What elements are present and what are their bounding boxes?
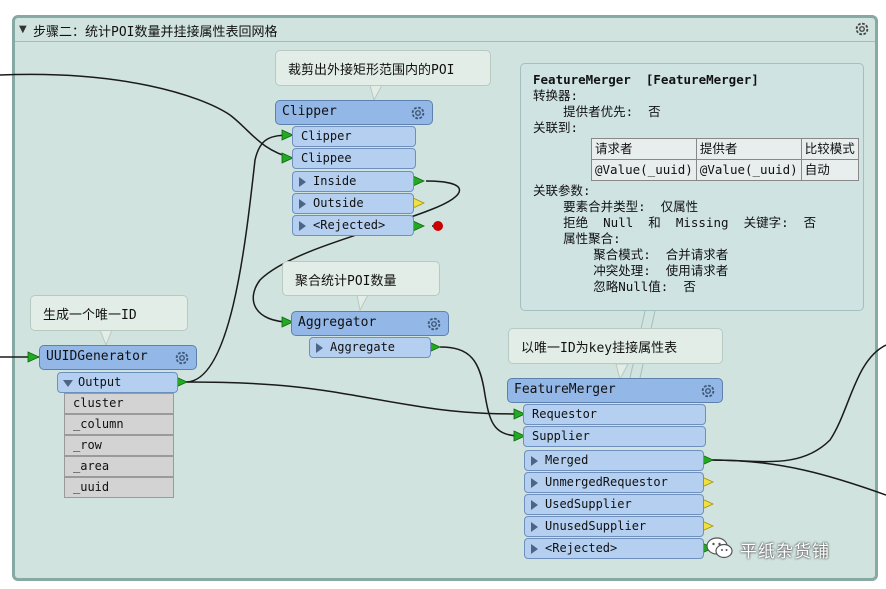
join-table: 请求者 提供者 比较模式 @Value(_uuid) @Value(_uuid)… bbox=[591, 138, 859, 181]
feature-merger-transformer[interactable]: FeatureMerger bbox=[507, 378, 723, 403]
gear-icon[interactable] bbox=[173, 349, 191, 367]
attribute-item[interactable]: _row bbox=[64, 435, 174, 456]
properties-line: 提供者优先: 否 bbox=[533, 104, 661, 119]
feature-merger-output-unmerged-requestor[interactable]: UnmergedRequestor bbox=[524, 472, 704, 493]
port-label: Aggregate bbox=[330, 340, 396, 354]
annotation-merge[interactable]: 以唯一ID为key挂接属性表 bbox=[508, 328, 723, 364]
properties-line: 拒绝 Null 和 Missing 关键字: 否 bbox=[533, 215, 817, 230]
feature-merger-output-used-supplier[interactable]: UsedSupplier bbox=[524, 494, 704, 515]
table-header-cell: 请求者 bbox=[591, 138, 697, 160]
feature-merger-input-requestor[interactable]: Requestor bbox=[523, 404, 706, 425]
clipper-output-inside[interactable]: Inside bbox=[292, 171, 414, 192]
port-label: Merged bbox=[545, 453, 589, 467]
clipper-input-clippee[interactable]: Clippee bbox=[292, 148, 416, 169]
port-label: Inside bbox=[313, 174, 357, 188]
port-label: UnusedSupplier bbox=[545, 519, 647, 533]
gear-icon[interactable] bbox=[425, 315, 443, 333]
annotation-aggregate[interactable]: 聚合统计POI数量 bbox=[282, 261, 440, 296]
watermark: 平纸杂货铺 bbox=[706, 534, 866, 562]
expand-icon[interactable] bbox=[531, 522, 538, 532]
clipper-output-rejected[interactable]: <Rejected> bbox=[292, 215, 414, 236]
expand-icon[interactable] bbox=[299, 177, 306, 187]
bookmark-title: 步骤二：统计POI数量并挂接属性表回网格 bbox=[33, 25, 278, 40]
table-cell: @Value(_uuid) bbox=[695, 159, 802, 181]
port-label: Output bbox=[78, 375, 122, 389]
properties-line: 关联参数: bbox=[533, 183, 591, 198]
expand-icon[interactable] bbox=[316, 343, 323, 353]
gear-icon[interactable] bbox=[699, 382, 717, 400]
clipper-transformer[interactable]: Clipper bbox=[275, 100, 433, 125]
feature-merger-properties-panel: FeatureMerger [FeatureMerger] 转换器: 提供者优先… bbox=[520, 63, 864, 311]
expand-icon[interactable] bbox=[531, 544, 538, 554]
properties-line: 要素合并类型: 仅属性 bbox=[533, 199, 699, 214]
properties-line: 转换器: bbox=[533, 88, 579, 103]
properties-line: 关联到: bbox=[533, 120, 579, 135]
table-header-cell: 比较模式 bbox=[800, 138, 859, 160]
expand-icon[interactable] bbox=[531, 456, 538, 466]
collapse-icon[interactable]: ▼ bbox=[19, 24, 27, 35]
aggregator-title: Aggregator bbox=[298, 315, 377, 330]
uuid-generator-transformer[interactable]: UUIDGenerator bbox=[39, 345, 197, 370]
uuid-generator-output[interactable]: Output bbox=[57, 372, 178, 393]
table-header-row: 请求者 提供者 比较模式 bbox=[591, 138, 859, 160]
wechat-icon bbox=[706, 537, 733, 559]
feature-merger-output-merged[interactable]: Merged bbox=[524, 450, 704, 471]
annotation-clip[interactable]: 裁剪出外接矩形范围内的POI bbox=[275, 50, 491, 86]
uuid-generator-title: UUIDGenerator bbox=[46, 349, 148, 364]
gear-icon[interactable] bbox=[853, 20, 871, 38]
clipper-input-clipper[interactable]: Clipper bbox=[292, 126, 416, 147]
port-label: <Rejected> bbox=[545, 541, 618, 555]
collapse-icon[interactable] bbox=[63, 380, 73, 387]
expand-icon[interactable] bbox=[299, 221, 306, 231]
table-cell: 自动 bbox=[800, 159, 859, 181]
table-row: @Value(_uuid) @Value(_uuid) 自动 bbox=[591, 159, 859, 181]
watermark-text: 平纸杂货铺 bbox=[740, 542, 830, 562]
feature-merger-input-supplier[interactable]: Supplier bbox=[523, 426, 706, 447]
feature-merger-title: FeatureMerger bbox=[514, 382, 616, 397]
aggregator-transformer[interactable]: Aggregator bbox=[291, 311, 449, 336]
table-cell: @Value(_uuid) bbox=[591, 159, 697, 181]
feature-merger-output-rejected[interactable]: <Rejected> bbox=[524, 538, 704, 559]
table-header-cell: 提供者 bbox=[695, 138, 802, 160]
attribute-item[interactable]: _column bbox=[64, 414, 174, 435]
clipper-output-outside[interactable]: Outside bbox=[292, 193, 414, 214]
port-label: Outside bbox=[313, 196, 364, 210]
port-label: UnmergedRequestor bbox=[545, 475, 668, 489]
properties-line: 忽略Null值: 否 bbox=[533, 279, 696, 294]
expand-icon[interactable] bbox=[299, 199, 306, 209]
attribute-item[interactable]: cluster bbox=[64, 393, 174, 414]
clipper-title: Clipper bbox=[282, 104, 337, 119]
expand-icon[interactable] bbox=[531, 478, 538, 488]
gear-icon[interactable] bbox=[409, 104, 427, 122]
properties-line: 聚合模式: 合并请求者 bbox=[533, 247, 729, 262]
port-label: UsedSupplier bbox=[545, 497, 632, 511]
port-label: <Rejected> bbox=[313, 218, 386, 232]
annotation-uuid[interactable]: 生成一个唯一ID bbox=[30, 295, 188, 331]
properties-line: 属性聚合: bbox=[533, 231, 621, 246]
properties-line: 冲突处理: 使用请求者 bbox=[533, 263, 729, 278]
attribute-item[interactable]: _area bbox=[64, 456, 174, 477]
feature-merger-output-unused-supplier[interactable]: UnusedSupplier bbox=[524, 516, 704, 537]
bookmark-header[interactable]: ▼ 步骤二：统计POI数量并挂接属性表回网格 bbox=[15, 18, 875, 42]
expand-icon[interactable] bbox=[531, 500, 538, 510]
aggregator-output-aggregate[interactable]: Aggregate bbox=[309, 337, 431, 358]
properties-header: FeatureMerger [FeatureMerger] bbox=[533, 72, 759, 87]
attribute-item[interactable]: _uuid bbox=[64, 477, 174, 498]
